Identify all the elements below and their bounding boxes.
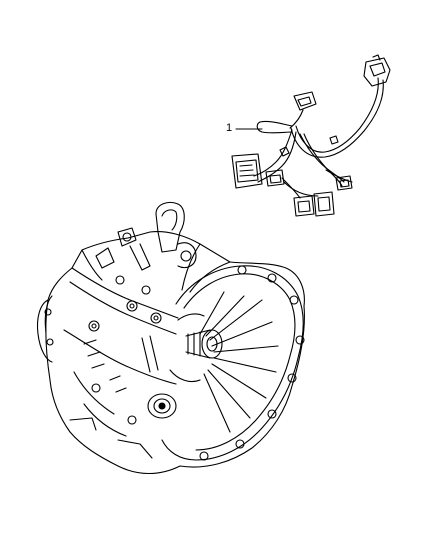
transmission-assembly (36, 201, 305, 474)
callout-number-1: 1 (226, 122, 233, 134)
wiring-harness (231, 54, 391, 217)
bell-housing-ribs (199, 291, 279, 433)
shift-tower (95, 201, 197, 271)
input-shaft (185, 329, 223, 359)
axle-seal (147, 393, 177, 419)
